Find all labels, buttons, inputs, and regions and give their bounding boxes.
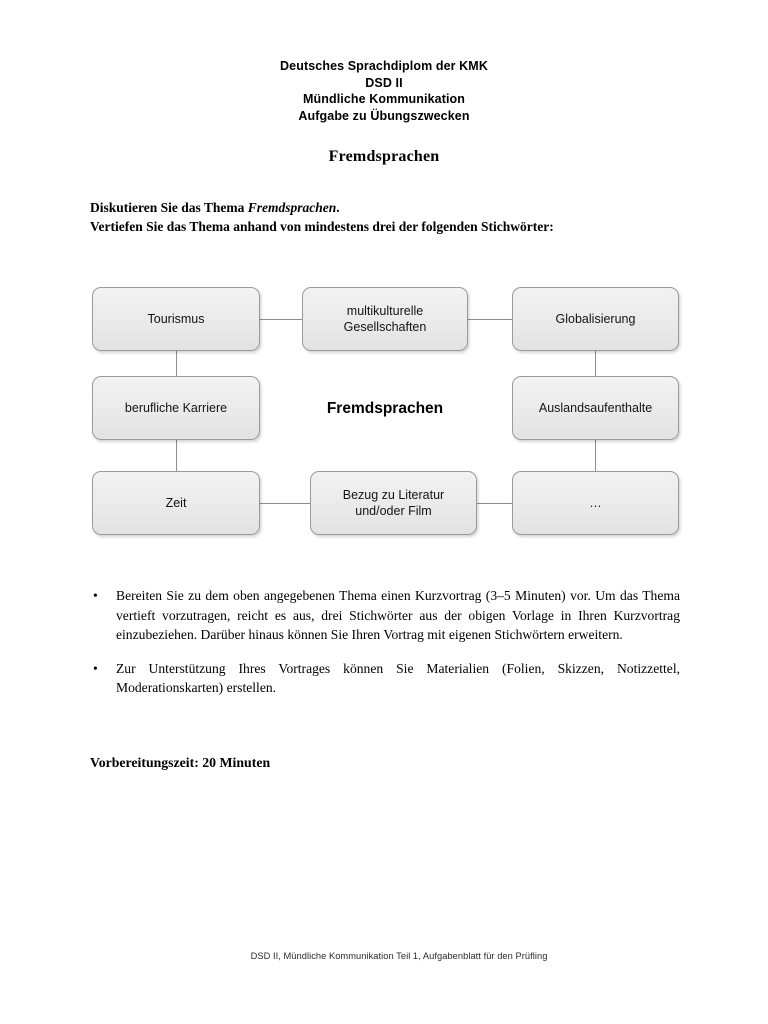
header-line-3: Mündliche Kommunikation [302, 92, 466, 106]
diagram-node-label: multikulturelle Gesellschaften [343, 304, 427, 334]
diagram-connector-tourismus-multikulturelle [260, 319, 302, 320]
diagram-connector-zeit-literatur [260, 503, 310, 504]
task-bullet-list: • Bereiten Sie zu dem oben angegebenen Th… [90, 586, 680, 698]
bullet-marker-icon: • [93, 660, 98, 676]
diagram-node-auslandsaufenthalte[interactable]: Auslandsaufenthalte [512, 376, 679, 440]
instruction-line-1-prefix: Diskutieren Sie das Thema [90, 200, 248, 215]
preparation-time: Vorbereitungszeit: 20 Minuten [90, 755, 271, 770]
diagram-node-globalisierung[interactable]: Globalisierung [512, 287, 679, 351]
instructions-block: Diskutieren Sie das Thema Fremdsprachen.… [90, 198, 690, 236]
diagram-connector-ausland-weitere [595, 440, 596, 471]
diagram-node-label: Auslandsaufenthalte [538, 401, 653, 415]
task-bullet-item: • Bereiten Sie zu dem oben angegebenen Th… [90, 586, 680, 645]
page-title: Fremdsprachen [328, 148, 440, 165]
task-bullet-text: Zur Unterstützung Ihres Vortrages können… [116, 660, 680, 696]
diagram-node-weitere[interactable]: … [512, 471, 679, 535]
diagram-node-label: Globalisierung [555, 312, 636, 326]
diagram-connector-multikulturelle-globalisierung [468, 319, 512, 320]
diagram-connector-globalisierung-ausland [595, 351, 596, 376]
diagram-center-label: Fremdsprachen [326, 400, 444, 417]
diagram-node-multikulturelle[interactable]: multikulturelle Gesellschaften [302, 287, 468, 351]
footer-text: DSD II, Mündliche Kommunikation Teil 1, … [250, 951, 548, 961]
task-bullet-item: • Zur Unterstützung Ihres Vortrages könne… [90, 659, 680, 698]
diagram-node-zeit[interactable]: Zeit [92, 471, 260, 535]
diagram-node-label: Tourismus [147, 312, 205, 326]
diagram-connector-literatur-weitere [477, 503, 512, 504]
diagram-node-label: … [589, 496, 602, 510]
diagram-node-literatur[interactable]: Bezug zu Literatur und/oder Film [310, 471, 477, 535]
task-bullet-text: Bereiten Sie zu dem oben angegebenen The… [116, 588, 680, 643]
diagram-node-tourismus[interactable]: Tourismus [92, 287, 260, 351]
instruction-line-2: Vertiefen Sie das Thema anhand von minde… [90, 219, 554, 234]
instruction-topic-emphasis: Fremdsprachen [247, 200, 337, 215]
bullet-marker-icon: • [93, 588, 98, 603]
instruction-line-1: Diskutieren Sie das Thema Fremdsprachen. [90, 198, 690, 217]
diagram-connector-karriere-zeit [176, 440, 177, 471]
header-line-4: Aufgabe zu Übungszwecken [298, 108, 470, 123]
diagram-node-label: Zeit [165, 496, 187, 510]
diagram-node-label: Bezug zu Literatur und/oder Film [342, 488, 445, 518]
diagram-connector-tourismus-karriere [176, 351, 177, 376]
header-line-1: Deutsches Sprachdiplom der KMK [280, 59, 488, 73]
diagram-node-karriere[interactable]: berufliche Karriere [92, 376, 260, 440]
document-header: Deutsches Sprachdiplom der KMK DSD II Mü… [0, 58, 768, 124]
diagram-node-label: berufliche Karriere [124, 401, 228, 415]
header-line-2: DSD II [365, 75, 403, 90]
document-footer: DSD II, Mündliche Kommunikation Teil 1, … [0, 951, 768, 961]
instruction-line-1-suffix: . [336, 200, 340, 215]
